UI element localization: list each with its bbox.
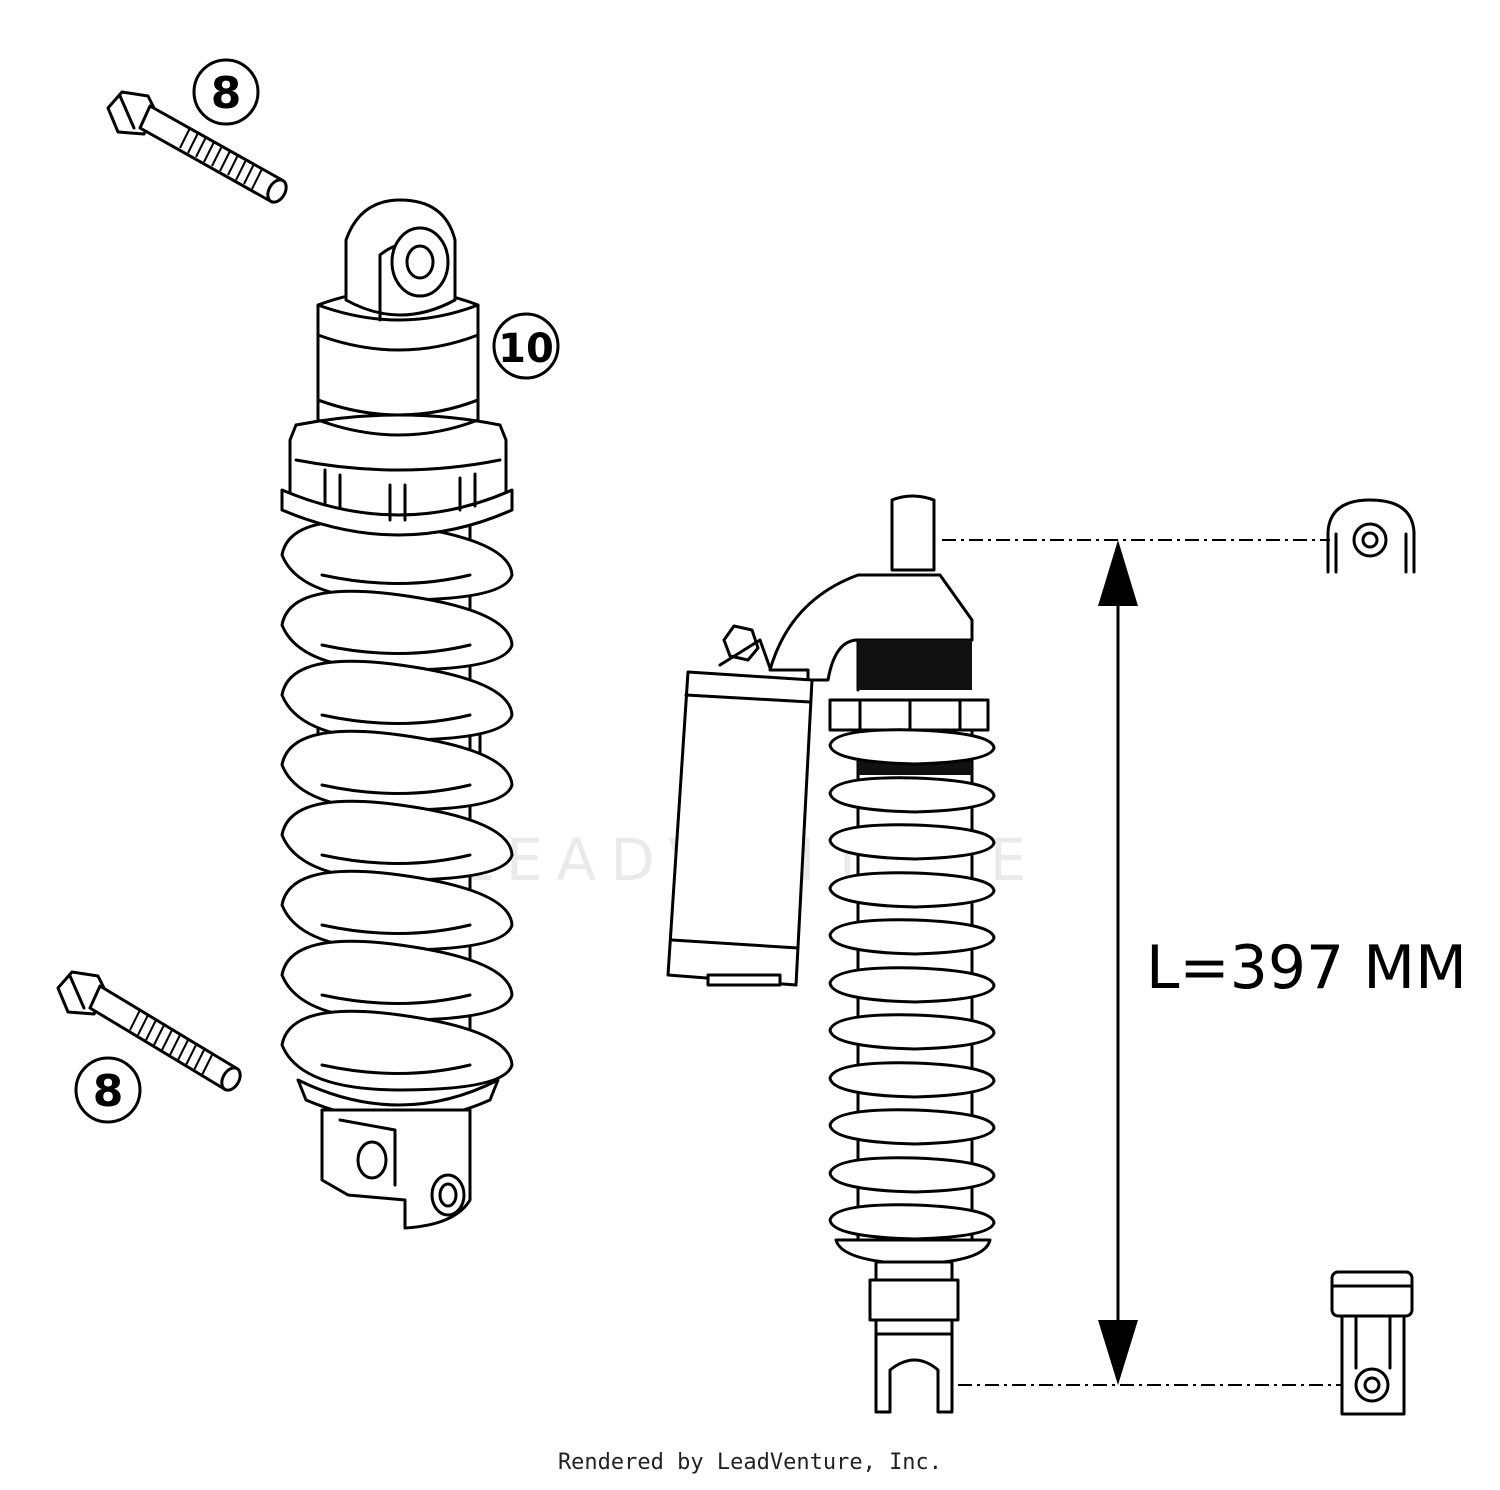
- spring-coils-left: [280, 519, 514, 1092]
- callout-8-bottom: 8: [74, 1056, 142, 1124]
- callout-8-top: 8: [192, 58, 260, 126]
- callout-10: 10: [492, 312, 560, 380]
- dimension-label: L=397 MM: [1146, 933, 1467, 1003]
- spring-coils-right: [828, 728, 996, 1241]
- callout-8-top-label: 8: [211, 68, 242, 119]
- callout-10-label: 10: [498, 326, 554, 372]
- bottom-clevis-detail: [1330, 1270, 1414, 1416]
- shock-absorber-left: [280, 198, 514, 1230]
- top-eye-detail: [1326, 498, 1416, 574]
- top-bolt: [106, 90, 288, 204]
- bottom-bolt: [56, 970, 242, 1092]
- dimension-length: L=397 MM: [942, 539, 1467, 1386]
- callout-8-bottom-label: 8: [93, 1066, 124, 1117]
- footer-credit: Rendered by LeadVenture, Inc.: [557, 1450, 943, 1475]
- shock-absorber-right: [666, 494, 996, 1414]
